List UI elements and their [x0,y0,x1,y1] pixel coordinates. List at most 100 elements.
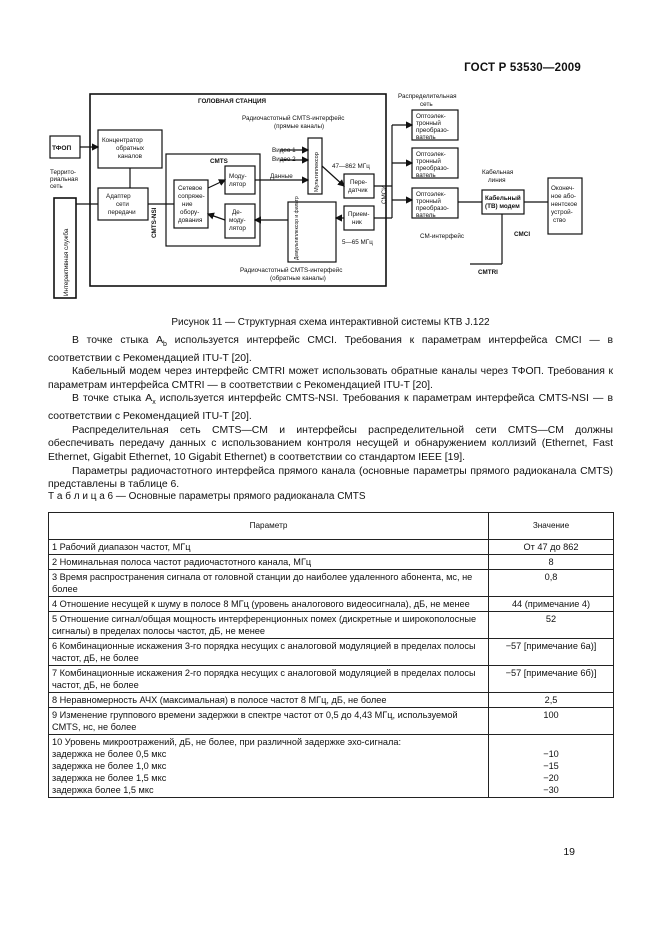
param-line: задержка не более 1,0 мкс [52,761,167,771]
param-line: задержка не более 1,5 мкс [52,773,167,783]
paragraph-4: Распределительная сеть CMTS—CM и интерфе… [48,424,613,463]
data-label: Данные [270,173,293,180]
param-line: задержка не более 0,5 мкс [52,749,167,759]
tfop-label: ТФОП [52,145,72,152]
optical-conv-label-2: тронный [416,197,441,205]
interactive-service-label: Интерактивная служба [62,228,70,296]
paragraph-5: Параметры радиочастотного интерфейса пря… [48,465,613,491]
param-cell: 7 Комбинационные искажения 2-го порядка … [48,665,489,693]
territorial-net-label-3: сеть [50,183,63,190]
optical-conv-label-1: Оптоэлек- [416,191,446,198]
multiplexer-label: Мультиплексор [314,152,320,192]
optical-converter-3: Оптоэлек- тронный преобразо- ватель [416,191,449,219]
optical-conv-label-2: тронный [416,157,441,165]
mac-label-1: Сетевое [178,185,203,192]
cmci-label: CMCI [514,231,530,238]
table-header-row: Параметр Значение [48,512,614,540]
video1-label: Видео 1 [272,147,296,154]
param-cell: 1 Рабочий диапазон частот, МГц [48,539,489,555]
cable-modem-label-1: Кабельный [485,194,521,202]
demodulator-label-2: моду- [229,217,246,224]
subscriber-label-4: устрой- [551,208,573,216]
receiver-label-2: ник [352,219,362,226]
mac-label-5: дования [178,217,202,224]
modulator-label-1: Моду- [229,173,247,180]
demodulator-label-3: лятор [229,225,246,232]
value-cell: −57 [примечание 6б)] [488,665,614,693]
value-cell: 100 [488,707,614,735]
param-cell: 9 Изменение группового времени задержки … [48,707,489,735]
optical-conv-label-4: ватель [416,212,436,219]
header-value: Значение [488,512,614,540]
rf-forward-label-2: (прямые каналы) [274,123,324,130]
transmitter-label-1: Пере- [350,179,367,186]
table-row: 5 Отношение сигнал/общая мощность интерф… [48,611,614,639]
optical-conv-label-3: преобразо- [416,164,449,172]
value-cell: 52 [488,611,614,639]
subscriber-label-5: ство [553,217,566,224]
mac-label-3: ние [182,201,193,208]
table-caption: Т а б л и ц а 6 — Основные параметры пря… [48,491,366,502]
optical-conv-label-4: ватель [416,172,436,179]
block-diagram: ГОЛОВНАЯ СТАНЦИЯ ТФОП Террито- риальная … [49,93,583,299]
value-cell: От 47 до 862 [488,539,614,555]
table-row: 3 Время распространения сигнала от голов… [48,569,614,597]
header-parameter: Параметр [48,512,489,540]
value-line: −15 [543,761,559,771]
page-number: 19 [563,846,575,858]
net-adapter-label-1: Адаптер [106,193,131,200]
value-cell: −10 −15 −20 −30 [488,734,614,798]
cable-trunk-label-2: линия [488,177,506,184]
table-row: 7 Комбинационные искажения 2-го порядка … [48,665,614,693]
optical-conv-label-4: ватель [416,134,436,141]
freq-forward-label: 47—862 МГц [332,163,370,170]
optical-conv-label-3: преобразо- [416,126,449,134]
table-row: 9 Изменение группового времени задержки … [48,707,614,735]
body-text: В точке стыка A b используется интерфейс … [48,334,613,492]
cable-trunk-label-1: Кабельная [482,168,513,176]
cmts-label: CMTS [210,158,228,165]
optical-converter-2: Оптоэлек- тронный преобразо- ватель [416,151,449,179]
cmts-nsi-label: CMTS-NSI [151,207,158,238]
territorial-net-label-2: риальная [50,176,78,183]
modulator-label-2: лятор [229,181,246,188]
table-row: 4 Отношение несущей к шуму в полосе 8 МГ… [48,596,614,612]
table-row: 8 Неравномерность АЧХ (максимальная) в п… [48,692,614,708]
concentrator-label-3: каналов [118,153,143,160]
rf-forward-label-1: Радиочастотный CMTS-интерфейс [242,114,344,122]
value-line: −20 [543,773,559,783]
param-cell: 4 Отношение несущей к шуму в полосе 8 МГ… [48,596,489,612]
dist-net-label-2: сеть [420,101,433,108]
optical-conv-label-1: Оптоэлек- [416,113,446,120]
rf-return-label-2: (обратные каналы) [270,274,326,282]
concentrator-label-1: Концентратор [102,137,143,144]
paragraph-3-sub: x [152,399,156,407]
dist-net-label-1: Распределительная [398,93,457,100]
paragraph-3-text-b: используется интерфейс CMTS-NSI. Требова… [48,393,613,423]
param-line: 10 Уровень микроотражений, дБ, не более,… [52,737,402,747]
param-cell: 5 Отношение сигнал/общая мощность интерф… [48,611,489,639]
optical-conv-label-3: преобразо- [416,204,449,212]
mac-label-2: сопряже- [178,193,205,200]
subscriber-label-2: ное або- [551,192,576,200]
concentrator-label-2: обратных [116,144,145,152]
param-line: задержка более 1,5 мкс [52,785,154,795]
figure-caption: Рисунок 11 — Структурная схема интеракти… [171,317,490,328]
paragraph-1: В точке стыка Ab используется интерфейс … [48,334,613,365]
value-cell: 0,8 [488,569,614,597]
video2-label: Видео 2 [272,156,296,163]
paragraph-1-text-b: используется интерфейс CMCI. Требования … [48,335,613,364]
transmitter-label-2: датчик [348,187,368,194]
paragraph-3-text-a: В точке стыка A [72,393,153,405]
param-cell: 3 Время распространения сигнала от голов… [48,569,489,597]
subscriber-label-3: нентское [551,201,578,208]
table-row: 6 Комбинационные искажения 3-го порядка … [48,638,614,666]
paragraph-2: Кабельный модем через интерфейс CMTRI мо… [48,366,613,391]
param-cell: 8 Неравномерность АЧХ (максимальная) в п… [48,692,489,708]
value-line: −10 [543,749,559,759]
value-line: −30 [543,785,559,795]
paragraph-1-sub: b [163,341,167,349]
param-cell: 2 Номинальная полоса частот радиочастотн… [48,554,489,570]
